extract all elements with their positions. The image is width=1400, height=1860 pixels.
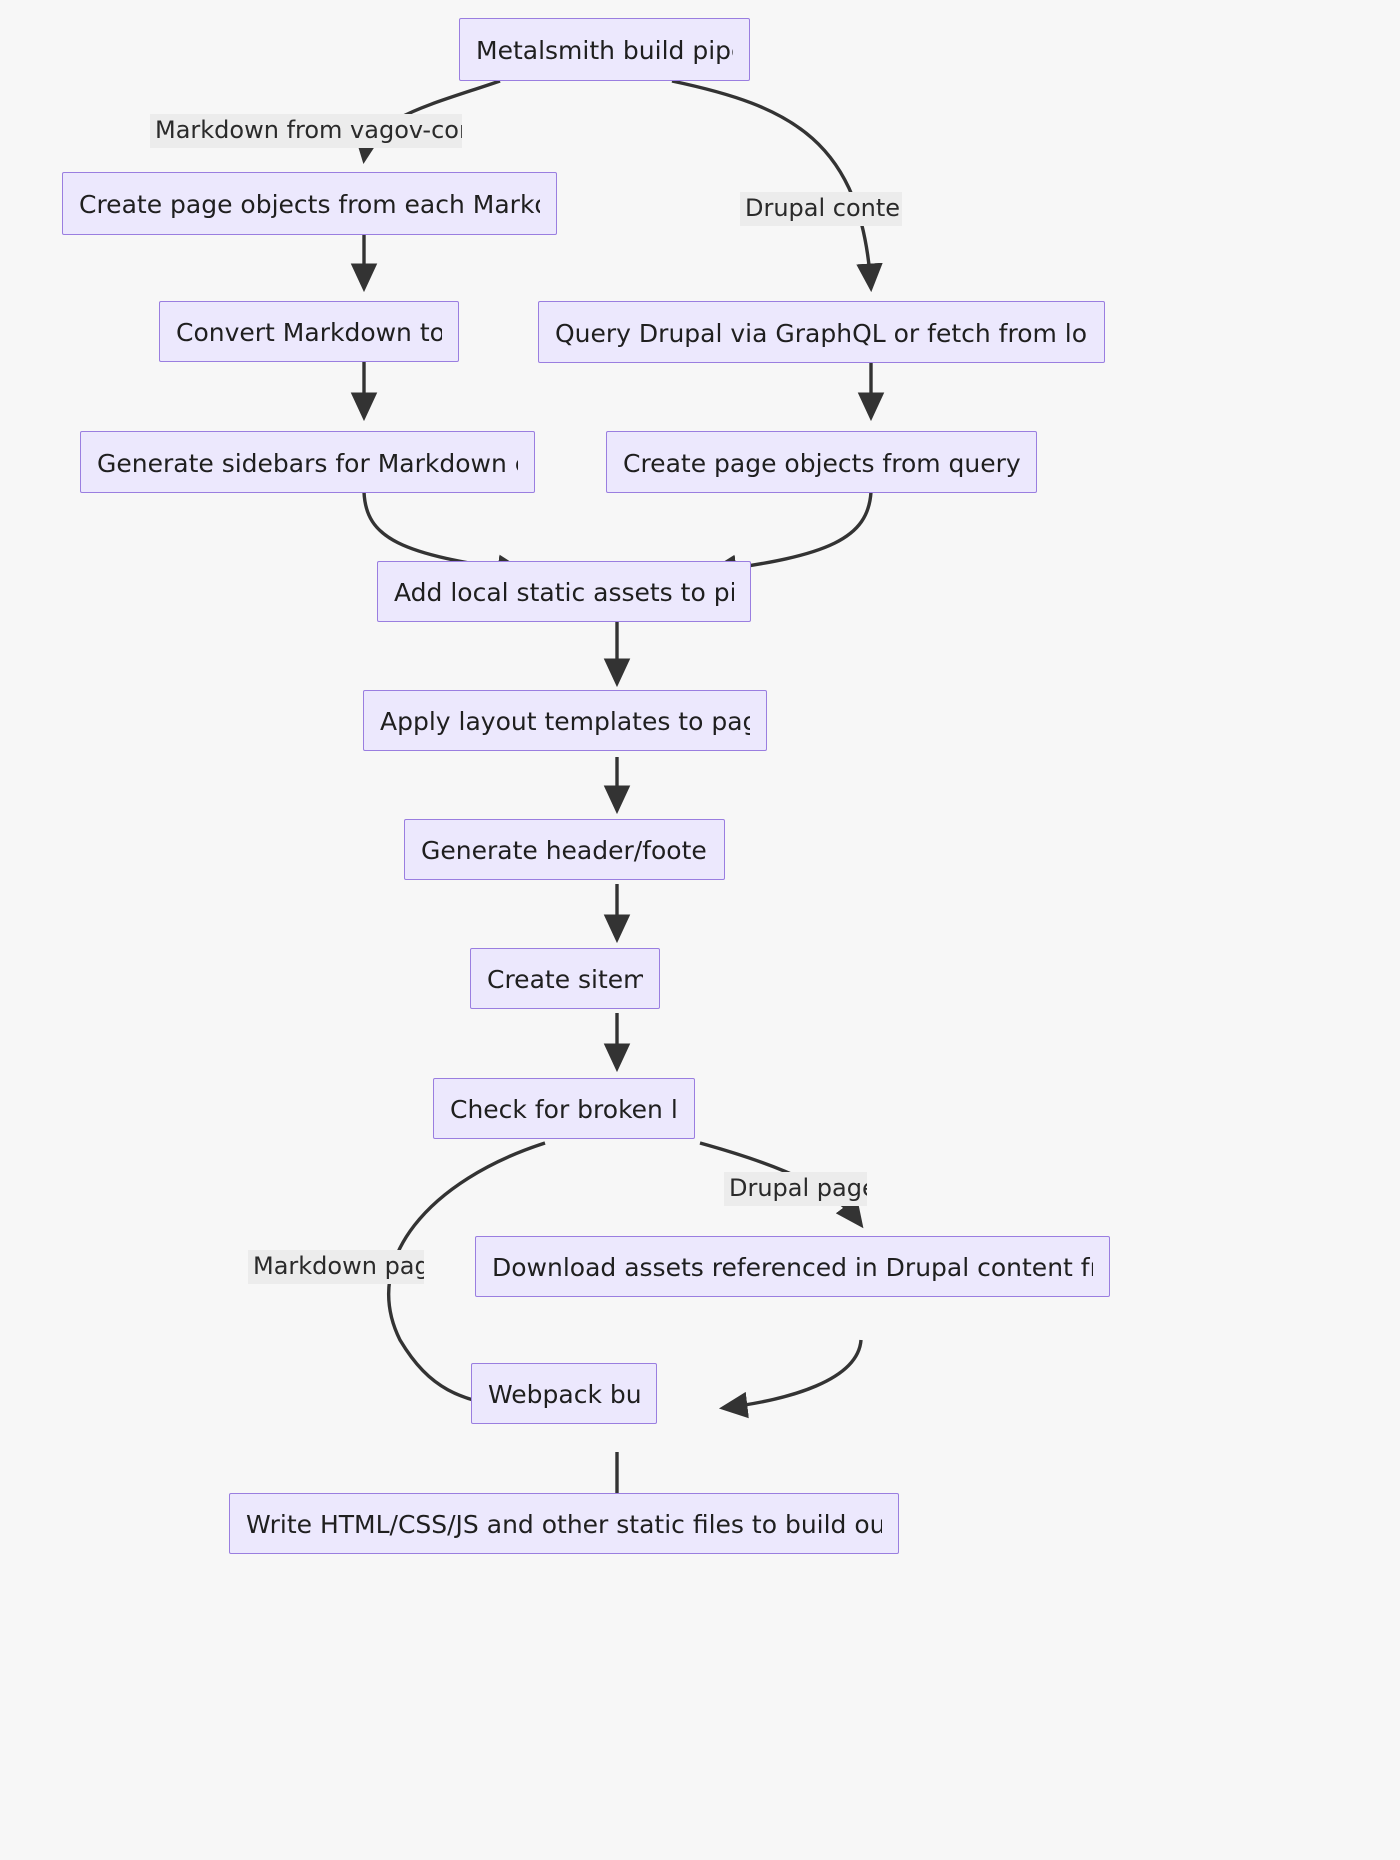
edge-sidebars-to-static-assets xyxy=(362,491,527,581)
node-label: Create page objects from each Markdown f… xyxy=(79,192,540,219)
node-label: Metalsmith build pipeline xyxy=(476,38,733,65)
node-convert-markdown-to-html[interactable]: Convert Markdown to html xyxy=(159,301,459,362)
node-write-static-files[interactable]: Write HTML/CSS/JS and other static files… xyxy=(229,1493,899,1554)
node-label: Webpack build xyxy=(488,1382,640,1409)
node-query-drupal-graphql[interactable]: Query Drupal via GraphQL or fetch from l… xyxy=(538,301,1105,363)
edge-download-to-webpack xyxy=(718,1339,863,1419)
node-label: Apply layout templates to page data xyxy=(380,709,750,736)
edge-label-drupal-pages: Drupal pages xyxy=(724,1172,867,1206)
node-metalsmith-build-pipeline[interactable]: Metalsmith build pipeline xyxy=(459,18,750,81)
edge-label-markdown-pages: Markdown pages xyxy=(248,1250,424,1284)
node-generate-sidebars[interactable]: Generate sidebars for Markdown content xyxy=(80,431,535,493)
node-create-page-objects-markdown[interactable]: Create page objects from each Markdown f… xyxy=(62,172,557,235)
edge-create-objects-to-static-assets xyxy=(707,491,873,582)
node-label: Download assets referenced in Drupal con… xyxy=(492,1255,1093,1282)
node-create-sitemap[interactable]: Create sitemap xyxy=(470,948,660,1009)
node-label: Query Drupal via GraphQL or fetch from l… xyxy=(555,320,1088,348)
node-webpack-build[interactable]: Webpack build xyxy=(471,1363,657,1424)
node-check-broken-links[interactable]: Check for broken links xyxy=(433,1078,695,1139)
node-apply-layout-templates[interactable]: Apply layout templates to page data xyxy=(363,690,767,751)
node-label: Create page objects from query results xyxy=(623,450,1020,478)
node-create-page-objects-query[interactable]: Create page objects from query results xyxy=(606,431,1037,493)
edge-label-markdown-from-vagov-content: Markdown from vagov-content xyxy=(150,114,462,148)
node-label: Generate header/footer data xyxy=(421,838,708,865)
node-label: Convert Markdown to html xyxy=(176,320,442,347)
node-label: Add local static assets to pipeline xyxy=(394,580,734,607)
node-label: Generate sidebars for Markdown content xyxy=(97,450,518,478)
node-label: Create sitemap xyxy=(487,967,643,994)
edge-broken-links-to-webpack xyxy=(387,1141,546,1418)
edge-label-drupal-content: Drupal content xyxy=(740,192,902,226)
node-label: Write HTML/CSS/JS and other static files… xyxy=(246,1512,882,1539)
node-add-local-static-assets[interactable]: Add local static assets to pipeline xyxy=(377,561,751,622)
node-generate-header-footer[interactable]: Generate header/footer data xyxy=(404,819,725,880)
edge-pipeline-to-query-drupal xyxy=(671,79,883,293)
node-download-drupal-assets[interactable]: Download assets referenced in Drupal con… xyxy=(475,1236,1110,1297)
node-label: Check for broken links xyxy=(450,1097,678,1124)
